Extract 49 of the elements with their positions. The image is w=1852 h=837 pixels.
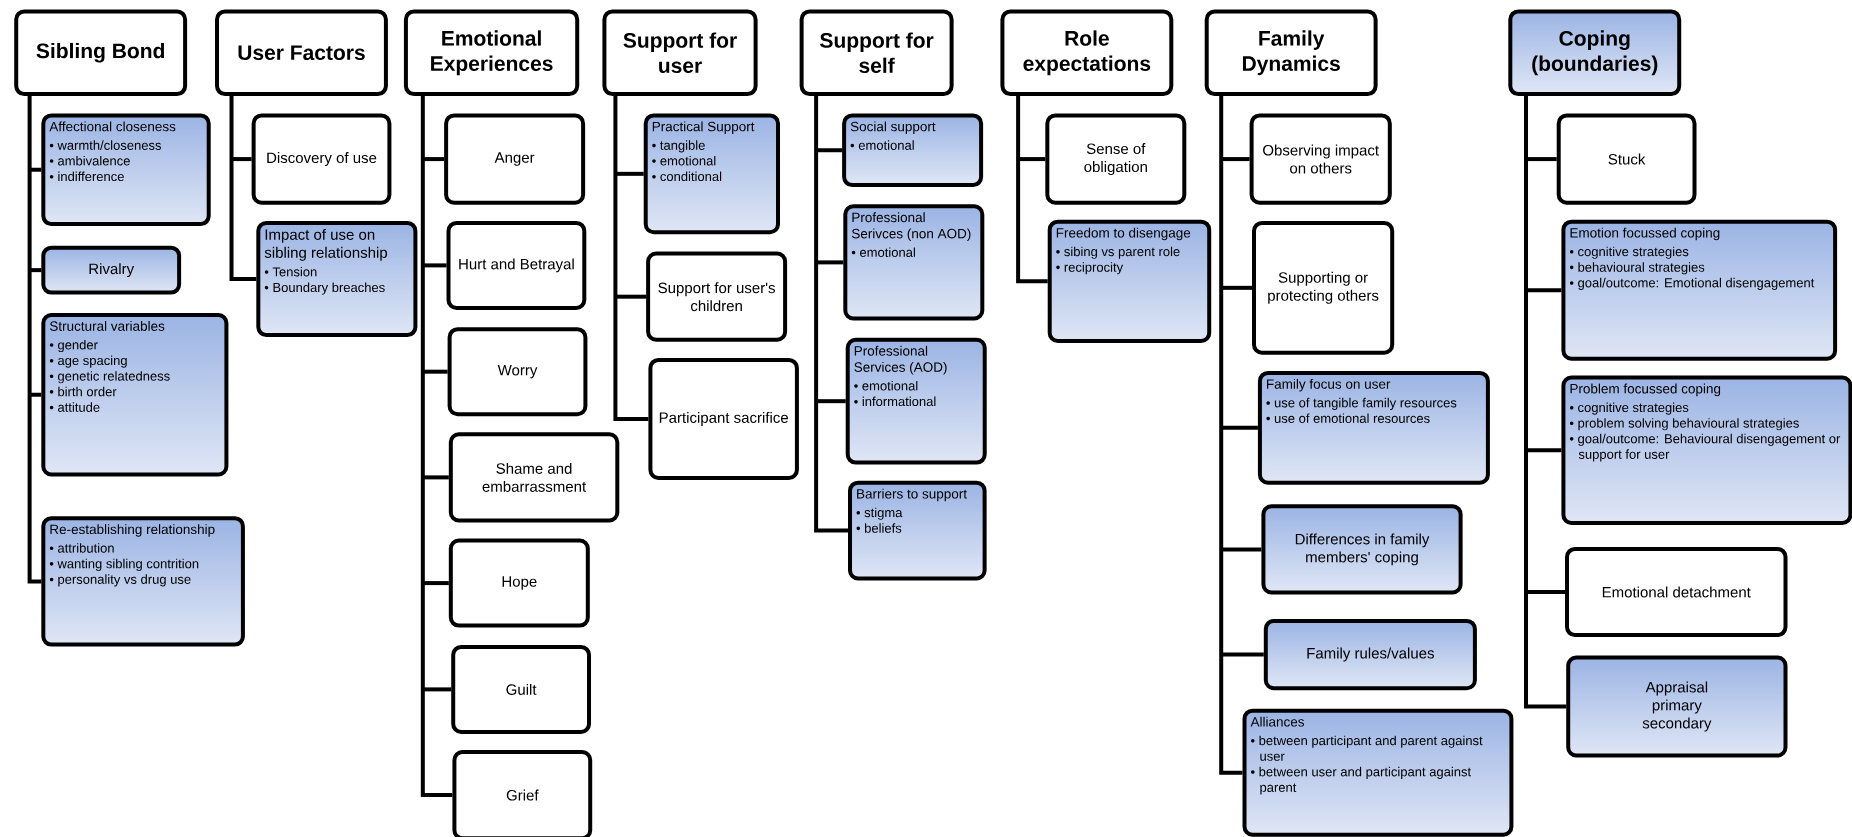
theme-box: Re-establishing relationship • attribution • wanting sibling contrition • personality vs drug use [41, 516, 245, 647]
category-header-box: Emotional Experiences [403, 9, 580, 97]
theme-box: Sense of obligation [1045, 113, 1187, 205]
theme-box: Guilt [451, 644, 591, 734]
category-header-box: Family Dynamics [1204, 9, 1378, 97]
theme-box: Freedom to disengage • sibing vs parent role • reciprocity [1047, 219, 1212, 343]
theme-box: Family rules/values [1263, 618, 1477, 691]
theme-box: Support for user's children [646, 251, 788, 342]
theme-box: Rivalry [41, 245, 182, 295]
theme-box: Emotion focussed coping • cognitive strategies • behavioural strategies • goal/outcome: Emotional disengagement [1561, 219, 1838, 361]
theme-box: Discovery of use [251, 113, 392, 205]
theme-box: Stuck [1556, 113, 1697, 205]
theme-box: Participant sacrifice [648, 357, 799, 480]
category-header-box: Role expectations [1000, 9, 1174, 97]
connector-tree [420, 96, 453, 798]
theme-box: Emotional detachment [1565, 546, 1788, 638]
theme-box: Practical Support • tangible • emotional • conditional [643, 113, 780, 235]
theme-box: Anger [444, 113, 586, 205]
theme-box: Alliances • between participant and parent against user • between user and participant against parent [1242, 708, 1514, 837]
connector-tree [1219, 96, 1264, 775]
category-header-box: Sibling Bond [14, 9, 188, 97]
theme-box: Observing impact on others [1249, 113, 1392, 205]
theme-box: Professional Serivces (non AOD) • emotional [843, 204, 985, 321]
theme-box: Appraisal primary secondary [1566, 655, 1788, 758]
theme-box: Impact of use on sibling relationship • Tension • Boundary breaches [256, 220, 418, 338]
theme-box: Shame and embarrassment [448, 432, 620, 523]
theme-box: Differences in family members' coping [1261, 504, 1463, 595]
theme-box: Grief [452, 750, 593, 837]
theme-box: Affectional closeness • warmth/closeness • ambivalence • indifference [41, 113, 211, 227]
category-header-box: Support for user [602, 9, 758, 97]
theme-box: Problem focussed coping • cognitive strategies • problem solving behavioural strategies • goal/outcome: Behavioural disengagement or support for user [1561, 375, 1852, 525]
category-header-box: Support for self [799, 9, 954, 97]
theme-box: Professional Services (AOD) • emotional • informational [845, 337, 987, 465]
connector-tree [27, 96, 42, 584]
connector-tree [1016, 96, 1048, 284]
theme-box: Worry [447, 327, 588, 417]
theme-box: Structural variables • gender • age spacing • genetic relatedness • birth order • attitude [41, 313, 229, 477]
theme-box: Hope [448, 538, 590, 628]
category-header-box: Coping (boundaries) [1508, 9, 1682, 97]
theme-box: Social support • emotional [842, 113, 984, 188]
category-header-box: User Factors [215, 9, 388, 97]
connector-tree [229, 96, 257, 281]
theme-box: Hurt and Betrayal [446, 220, 587, 310]
connector-tree [814, 96, 848, 533]
theme-box: Supporting or protecting others [1252, 220, 1395, 355]
theme-box: Barriers to support • stigma • beliefs [848, 480, 987, 581]
theme-box: Family focus on user • use of tangible family resources • use of emotional resources [1257, 370, 1490, 485]
connector-tree [613, 96, 649, 421]
connector-tree [1524, 96, 1567, 709]
